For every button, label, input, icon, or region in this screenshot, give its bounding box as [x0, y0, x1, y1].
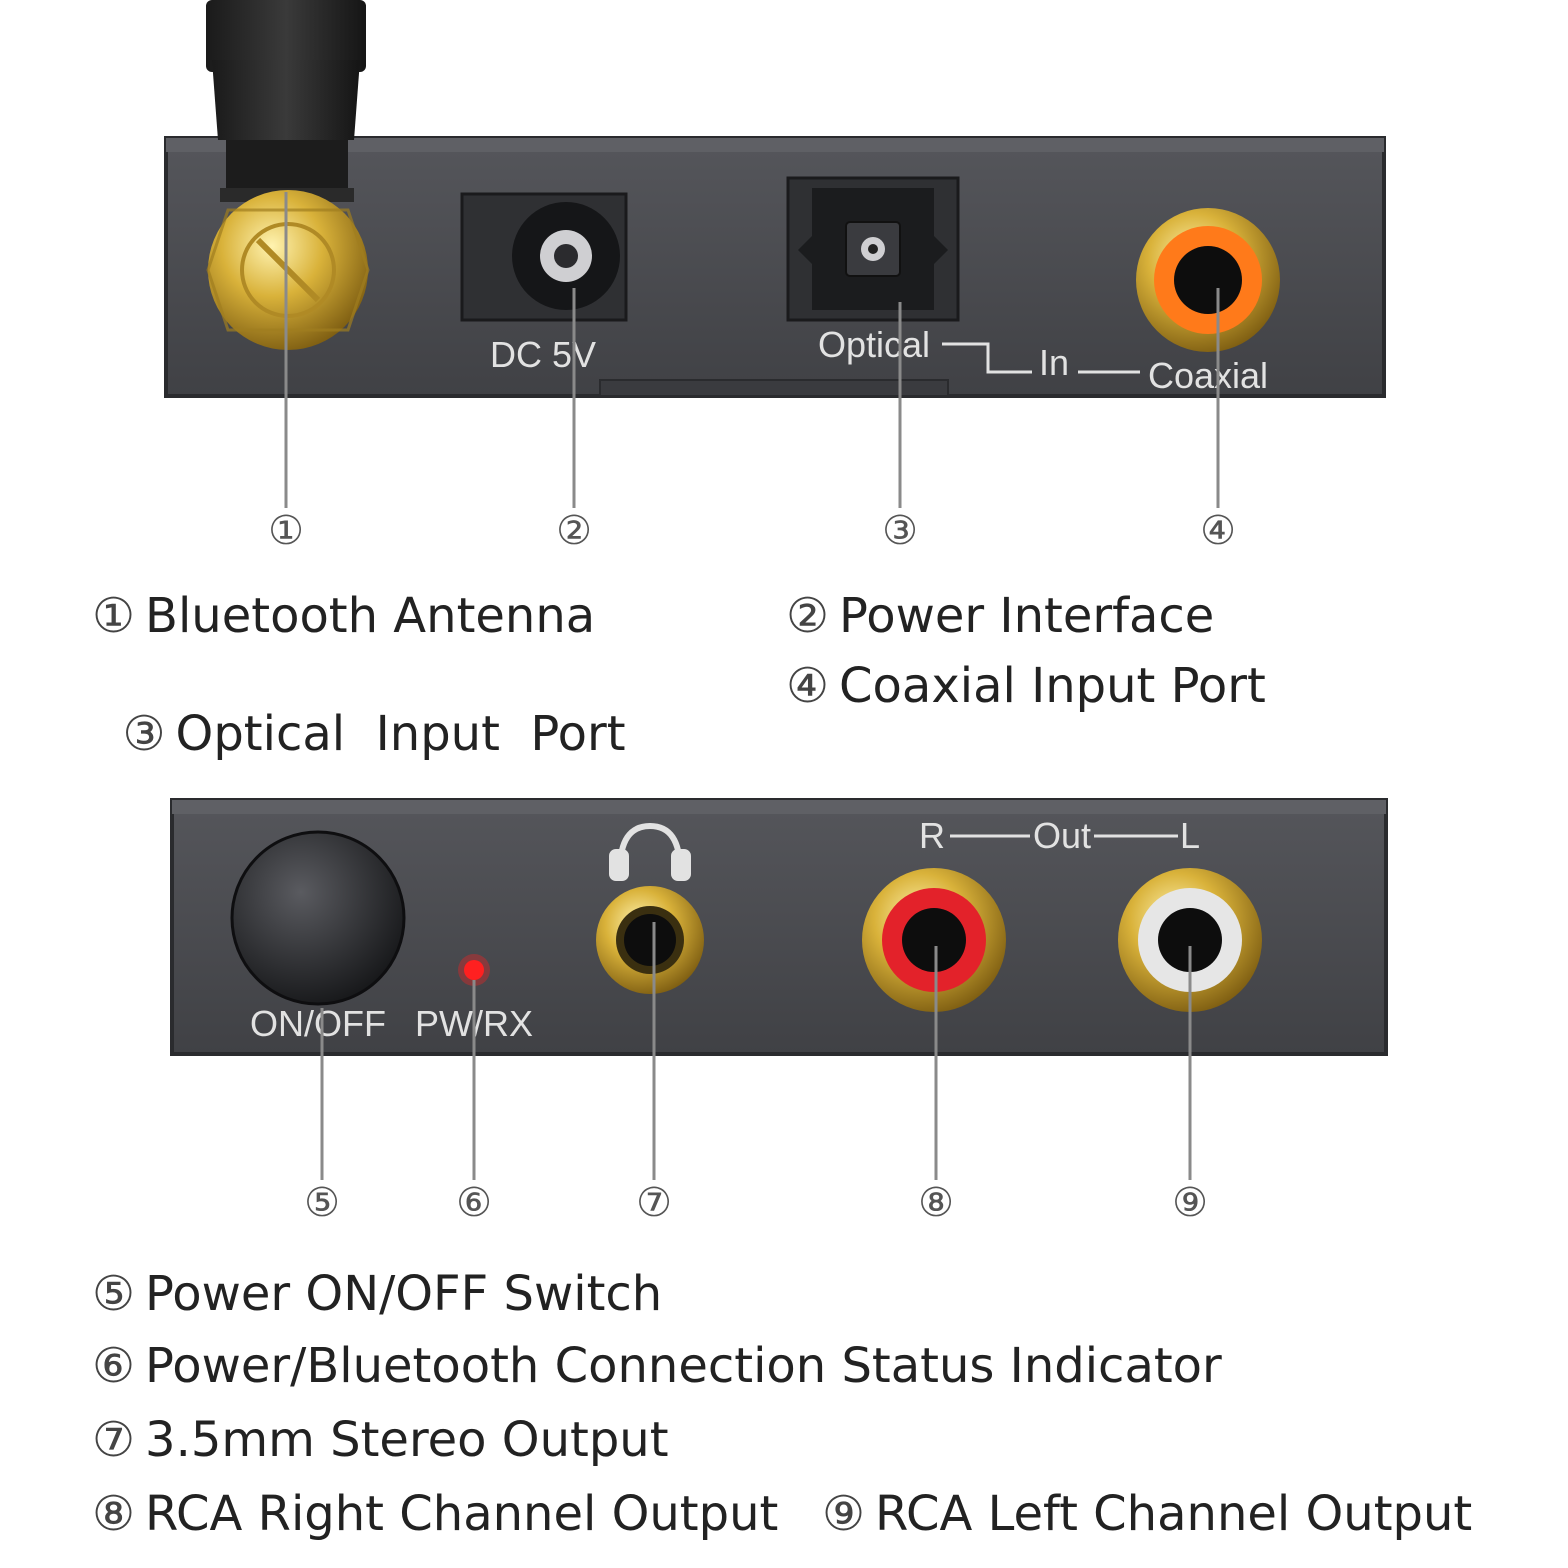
legend-text: Coaxial Input Port — [839, 658, 1266, 714]
callout-7: ⑦ — [636, 1180, 672, 1226]
legend-number: ③ — [122, 706, 166, 762]
bottom-panel-edge — [172, 800, 1386, 814]
status-led-icon — [458, 954, 490, 986]
optical-label: Optical — [818, 324, 930, 365]
callout-8: ⑧ — [918, 1180, 954, 1226]
bottom-leader-lines — [320, 922, 1192, 1180]
r-label: R — [919, 815, 945, 856]
legend-text: RCA Right Channel Output — [145, 1486, 779, 1542]
legend-number: ⑧ — [92, 1486, 136, 1542]
legend-number: ⑦ — [92, 1412, 136, 1468]
legend-number: ② — [786, 588, 830, 644]
top-leader-lines — [284, 192, 1220, 508]
dc-label: DC 5V — [490, 334, 596, 375]
legend-text: Bluetooth Antenna — [145, 588, 596, 644]
top-panel-slot — [599, 379, 949, 397]
legend-number: ⑨ — [822, 1486, 866, 1542]
legend-text: Power Interface — [839, 588, 1215, 644]
dc-power-jack-icon — [460, 192, 628, 322]
legend-text: Power ON/OFF Switch — [145, 1266, 663, 1322]
legend-text: Optical Input Port — [175, 706, 626, 762]
rca-left-jack-icon — [1118, 868, 1262, 1012]
legend-number: ④ — [786, 658, 830, 714]
rca-right-jack-icon — [862, 868, 1006, 1012]
callout-9: ⑨ — [1172, 1180, 1208, 1226]
legend-number: ⑥ — [92, 1338, 136, 1394]
rear-panel-top: DC 5V Optical In Coaxial ① ② ③ — [164, 0, 1386, 554]
stereo-jack-icon — [596, 886, 704, 994]
front-panel-bottom: ON/OFF PW/RX R Out L — [170, 798, 1388, 1226]
callout-1: ① — [268, 508, 304, 554]
out-label: Out — [1033, 815, 1091, 856]
legend-number: ① — [92, 588, 136, 644]
callout-2: ② — [556, 508, 592, 554]
bluetooth-antenna-icon — [206, 0, 370, 350]
legend-number: ⑤ — [92, 1266, 136, 1322]
in-bracket-left — [942, 342, 1032, 374]
in-label: In — [1039, 342, 1069, 383]
callout-4: ④ — [1200, 508, 1236, 554]
legend-text: 3.5mm Stereo Output — [145, 1412, 669, 1468]
onoff-label: ON/OFF — [250, 1003, 386, 1044]
optical-port-icon — [786, 176, 960, 322]
legend-text: RCA Left Channel Output — [875, 1486, 1473, 1542]
legend-text: Power/Bluetooth Connection Status Indica… — [145, 1338, 1222, 1394]
callout-6: ⑥ — [456, 1180, 492, 1226]
power-switch-icon — [230, 830, 406, 1006]
callout-5: ⑤ — [304, 1180, 340, 1226]
coaxial-label: Coaxial — [1148, 355, 1268, 396]
top-panel-edge — [166, 138, 1384, 152]
coaxial-jack-icon — [1136, 208, 1280, 352]
l-label: L — [1180, 815, 1200, 856]
callout-3: ③ — [882, 508, 918, 554]
headphone-icon — [609, 822, 691, 881]
